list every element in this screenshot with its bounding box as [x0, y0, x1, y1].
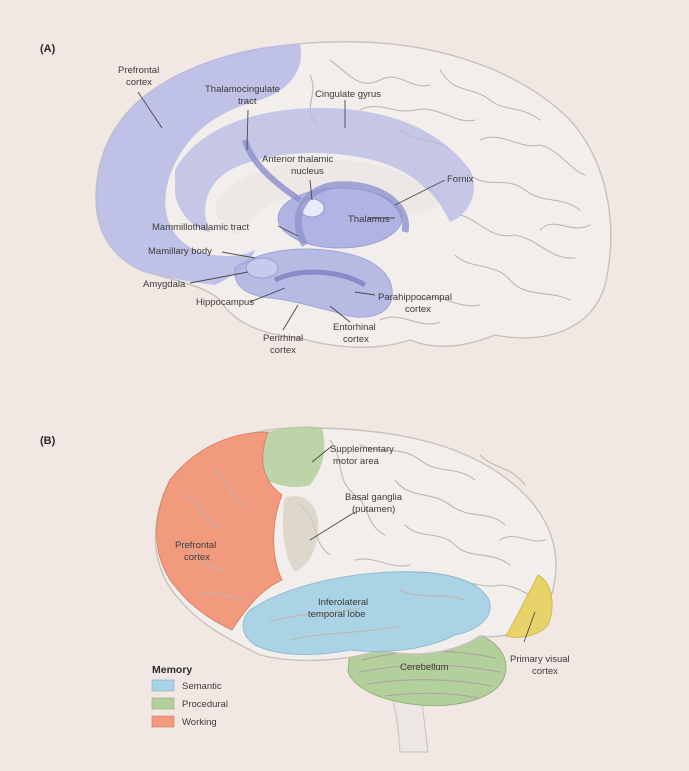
label-inferolateral-1: Inferolateral — [318, 597, 368, 608]
legend-swatch-semantic — [152, 680, 174, 691]
label-prefrontal-b-1: Prefrontal — [175, 540, 216, 551]
label-mamillary: Mamillary body — [148, 246, 212, 257]
label-cerebellum: Cerebellum — [400, 662, 449, 673]
label-prefrontal-a-1: Prefrontal — [118, 65, 159, 76]
label-basal-2: (putamen) — [352, 504, 395, 515]
legend-label-working: Working — [182, 717, 217, 728]
label-anterior-1: Anterior thalamic — [262, 154, 334, 165]
label-perirhinal-1: Perirhinal — [263, 333, 303, 344]
panel-a: (A) — [40, 42, 611, 356]
legend-label-semantic: Semantic — [182, 681, 222, 692]
label-visual-1: Primary visual — [510, 654, 570, 665]
label-entorhinal-2: cortex — [343, 334, 369, 345]
amygdala-shape — [246, 258, 278, 278]
label-mammillothalamic: Mammillothalamic tract — [152, 222, 249, 233]
label-entorhinal-1: Entorhinal — [333, 322, 376, 333]
legend-title: Memory — [152, 664, 192, 676]
legend-swatch-procedural — [152, 698, 174, 709]
label-parahippocampal-2: cortex — [405, 304, 431, 315]
label-thalamocingulate-1: Thalamocingulate — [205, 84, 280, 95]
label-hippocampus: Hippocampus — [196, 297, 254, 308]
label-anterior-2: nucleus — [291, 166, 324, 177]
label-amygdala: Amygdala — [143, 279, 186, 290]
label-prefrontal-b-2: cortex — [184, 552, 210, 563]
memory-legend: Memory Semantic Procedural Working — [152, 664, 228, 728]
panel-b: (B) — [40, 426, 570, 752]
label-inferolateral-2: temporal lobe — [308, 609, 366, 620]
label-cingulate: Cingulate gyrus — [315, 89, 381, 100]
label-visual-2: cortex — [532, 666, 558, 677]
supplementary-motor-region — [260, 426, 324, 487]
label-parahippocampal-1: Parahippocampal — [378, 292, 452, 303]
panel-a-letter: (A) — [40, 43, 56, 55]
legend-swatch-working — [152, 716, 174, 727]
label-thalamocingulate-2: tract — [238, 96, 257, 107]
legend-label-procedural: Procedural — [182, 699, 228, 710]
label-thalamus: Thalamus — [348, 214, 390, 225]
label-supplementary-2: motor area — [333, 456, 380, 467]
label-prefrontal-a-2: cortex — [126, 77, 152, 88]
label-basal-1: Basal ganglia — [345, 492, 403, 503]
label-fornix: Fornix — [447, 174, 474, 185]
label-perirhinal-2: cortex — [270, 345, 296, 356]
panel-b-letter: (B) — [40, 435, 56, 447]
label-supplementary-1: Supplementary — [330, 444, 394, 455]
